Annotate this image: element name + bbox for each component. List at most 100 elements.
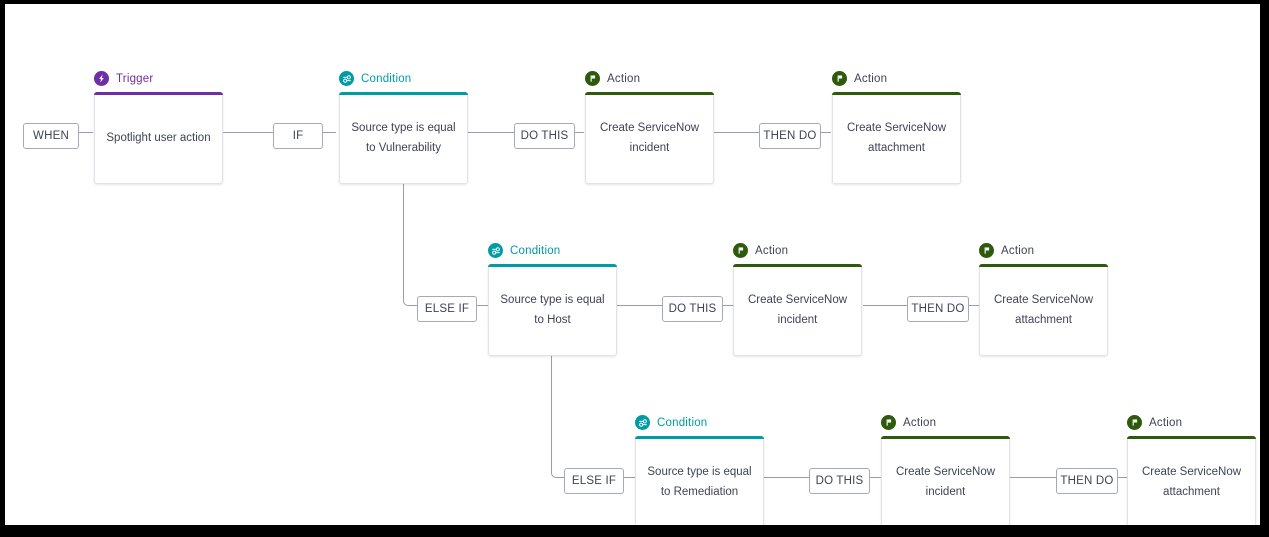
node-body-action-2a: Create ServiceNow incident	[747, 294, 848, 326]
node-type-label-condition-2: Condition	[510, 244, 561, 257]
condition-settings-icon	[488, 243, 503, 258]
connector-pill-do-this-3[interactable]: DO THIS	[809, 468, 870, 494]
node-header-action-2b: Action	[979, 243, 1034, 258]
connector-pill-do-this-2[interactable]: DO THIS	[662, 296, 723, 322]
node-accent-bar-action-3b	[1127, 436, 1256, 439]
connector-pill-do-this-1[interactable]: DO THIS	[514, 123, 575, 149]
node-header-action-3b: Action	[1127, 415, 1182, 430]
connector-pill-do-this-3-label: DO THIS	[815, 475, 864, 487]
node-action-3a[interactable]: Create ServiceNow incident	[881, 436, 1010, 525]
connector-pill-when-label: WHEN	[33, 130, 69, 142]
action-flag-icon	[881, 415, 896, 430]
node-header-action-3a: Action	[881, 415, 936, 430]
action-flag-icon	[585, 71, 600, 86]
connector-pill-then-do-2[interactable]: THEN DO	[907, 296, 969, 322]
connector-line-if-to-condition1	[321, 132, 336, 133]
connector-line-elseif2-to-condition3	[624, 477, 635, 478]
connector-pill-else-if-2-label: ELSE IF	[571, 475, 617, 487]
connector-line-condition3-to-dothis3	[763, 477, 809, 478]
action-flag-icon	[979, 243, 994, 258]
node-accent-bar-action-2a	[733, 264, 862, 267]
node-body-action-1b: Create ServiceNow attachment	[846, 122, 947, 154]
node-type-label-action-1a: Action	[607, 72, 641, 85]
connector-line-dothis2-to-action2a	[723, 305, 733, 306]
node-body-condition-3: Source type is equal to Remediation	[647, 466, 752, 498]
branch-elbow-2	[551, 355, 566, 478]
node-header-action-1a: Action	[585, 71, 640, 86]
node-action-3b[interactable]: Create ServiceNow attachment	[1127, 436, 1256, 525]
node-trigger[interactable]: Spotlight user action	[94, 92, 223, 184]
connector-line-condition1-to-dothis1	[464, 132, 514, 133]
connector-pill-else-if-2[interactable]: ELSE IF	[564, 468, 624, 494]
connector-line-dothis3-to-action3a	[870, 477, 882, 478]
connector-line-elseif1-to-condition2	[477, 305, 488, 306]
node-accent-bar-condition-3	[635, 436, 764, 439]
connector-pill-then-do-1[interactable]: THEN DO	[759, 123, 821, 149]
connector-line-dothis1-to-action1a	[571, 132, 584, 133]
condition-settings-icon	[339, 71, 354, 86]
connector-pill-then-do-1-label: THEN DO	[763, 130, 817, 142]
workflow-canvas[interactable]: WHEN Trigger Spotlight user action IF	[5, 4, 1260, 525]
connector-pill-do-this-2-label: DO THIS	[668, 303, 717, 315]
connector-pill-then-do-3-label: THEN DO	[1060, 475, 1114, 487]
node-accent-bar-action-1a	[585, 92, 714, 95]
connector-pill-then-do-3[interactable]: THEN DO	[1056, 468, 1118, 494]
node-action-1b[interactable]: Create ServiceNow attachment	[832, 92, 961, 184]
node-action-2b[interactable]: Create ServiceNow attachment	[979, 264, 1108, 356]
node-header-condition-2: Condition	[488, 243, 560, 258]
node-body-action-1a: Create ServiceNow incident	[599, 122, 700, 154]
node-accent-bar-condition-2	[488, 264, 617, 267]
node-body-action-2b: Create ServiceNow attachment	[993, 294, 1094, 326]
node-accent-bar-trigger	[94, 92, 223, 95]
node-body-trigger: Spotlight user action	[106, 132, 211, 144]
connector-pill-if-label: IF	[292, 130, 304, 142]
node-accent-bar-condition-1	[339, 92, 468, 95]
node-header-condition-3: Condition	[635, 415, 707, 430]
connector-pill-else-if-1[interactable]: ELSE IF	[417, 296, 477, 322]
lightning-bolt-icon	[94, 71, 109, 86]
connector-line-action3a-to-thendo3	[1009, 477, 1056, 478]
node-type-label-action-3a: Action	[903, 416, 937, 429]
connector-line-action1a-to-thendo1	[712, 132, 759, 133]
connector-line-thendo3-to-action3b	[1116, 477, 1128, 478]
branch-elbow-1	[403, 183, 419, 306]
connector-line-thendo2-to-action2b	[969, 305, 980, 306]
node-body-action-3b: Create ServiceNow attachment	[1141, 466, 1242, 498]
node-type-label-action-2a: Action	[755, 244, 789, 257]
connector-line-condition2-to-dothis2	[616, 305, 662, 306]
node-type-label-condition-1: Condition	[361, 72, 412, 85]
action-flag-icon	[733, 243, 748, 258]
condition-settings-icon	[635, 415, 650, 430]
connector-line-action2a-to-thendo2	[863, 305, 907, 306]
connector-line-when-to-trigger	[77, 132, 93, 133]
node-condition-2[interactable]: Source type is equal to Host	[488, 264, 617, 356]
node-type-label-action-2b: Action	[1001, 244, 1035, 257]
node-action-1a[interactable]: Create ServiceNow incident	[585, 92, 714, 184]
connector-line-trigger-to-if	[219, 132, 273, 133]
connector-pill-then-do-2-label: THEN DO	[911, 303, 965, 315]
node-accent-bar-action-3a	[881, 436, 1010, 439]
node-header-action-1b: Action	[832, 71, 887, 86]
node-condition-1[interactable]: Source type is equal to Vulnerability	[339, 92, 468, 184]
node-body-condition-1: Source type is equal to Vulnerability	[351, 122, 456, 154]
node-type-label-action-1b: Action	[854, 72, 888, 85]
node-type-label-trigger: Trigger	[116, 72, 154, 85]
connector-pill-else-if-1-label: ELSE IF	[424, 303, 470, 315]
node-body-condition-2: Source type is equal to Host	[500, 294, 605, 326]
node-condition-3[interactable]: Source type is equal to Remediation	[635, 436, 764, 525]
node-type-label-condition-3: Condition	[657, 416, 708, 429]
node-header-condition-1: Condition	[339, 71, 411, 86]
connector-pill-if[interactable]: IF	[273, 123, 323, 149]
connector-pill-do-this-1-label: DO THIS	[520, 130, 569, 142]
action-flag-icon	[1127, 415, 1142, 430]
action-flag-icon	[832, 71, 847, 86]
node-body-action-3a: Create ServiceNow incident	[895, 466, 996, 498]
node-action-2a[interactable]: Create ServiceNow incident	[733, 264, 862, 356]
node-accent-bar-action-1b	[832, 92, 961, 95]
connector-pill-when[interactable]: WHEN	[23, 123, 79, 149]
node-header-action-2a: Action	[733, 243, 788, 258]
node-accent-bar-action-2b	[979, 264, 1108, 267]
node-header-trigger: Trigger	[94, 71, 153, 86]
node-type-label-action-3b: Action	[1149, 416, 1183, 429]
